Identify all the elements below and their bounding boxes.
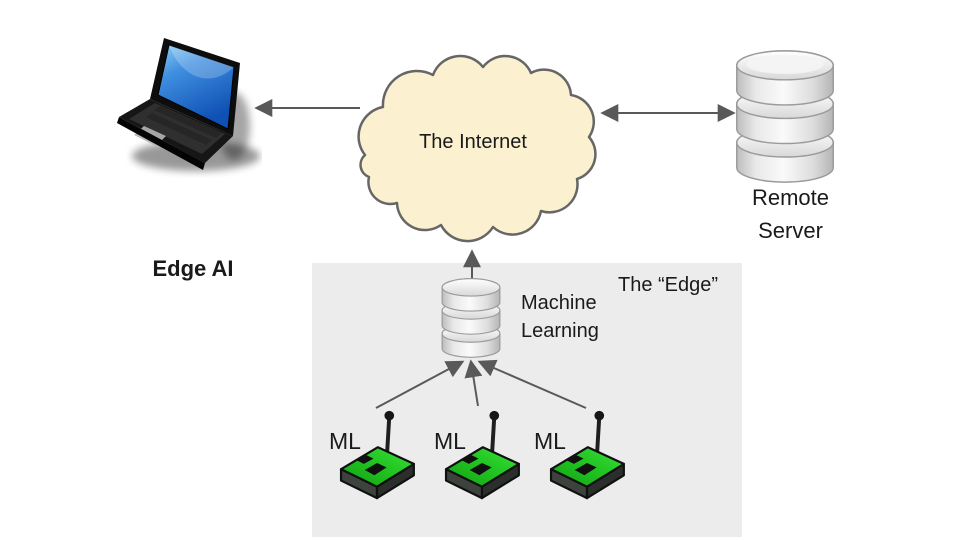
machine-learning-line1: Machine bbox=[521, 292, 597, 314]
laptop-icon bbox=[117, 38, 260, 171]
ml-label-device2: ML bbox=[434, 428, 466, 454]
internet-label: The Internet bbox=[419, 131, 527, 153]
edge-zone-label: The “Edge” bbox=[618, 274, 719, 296]
machine-learning-line2: Learning bbox=[521, 320, 599, 342]
remote-server-line2: Server bbox=[758, 218, 823, 243]
ml-label-device1: ML bbox=[329, 428, 361, 454]
iot-device-icon-3 bbox=[549, 410, 625, 500]
remote-server-icon bbox=[736, 50, 834, 183]
remote-server-line1: Remote bbox=[751, 185, 830, 210]
ml-database-icon bbox=[441, 278, 501, 358]
iot-device-icon-1 bbox=[339, 410, 415, 500]
ml-label-device3: ML bbox=[534, 428, 566, 454]
edge-ai-label: Edge AI bbox=[152, 256, 234, 281]
internet-cloud bbox=[357, 54, 597, 243]
cloud-shape bbox=[357, 54, 597, 243]
iot-device-icon-2 bbox=[444, 410, 520, 500]
